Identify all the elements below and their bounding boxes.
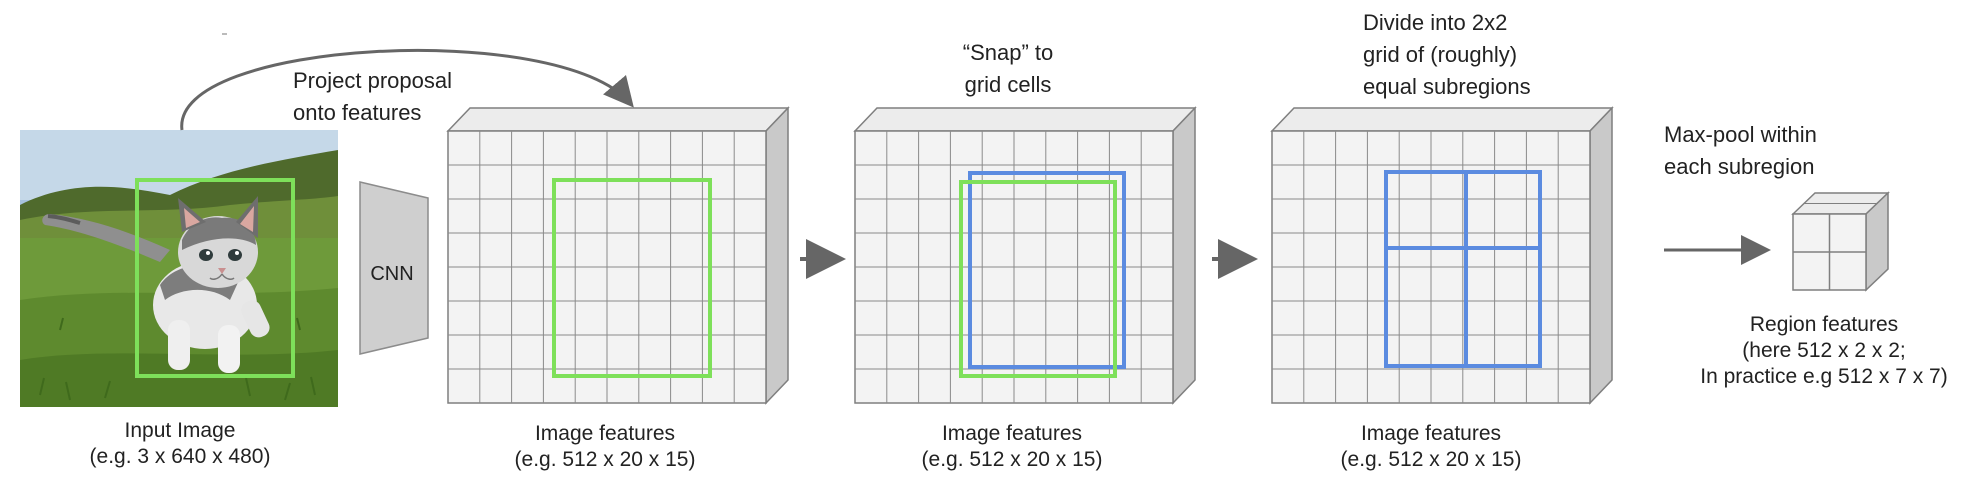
- maxpool-label-line2: each subregion: [1664, 154, 1814, 179]
- feature-map-2-snapped-box: [968, 171, 1126, 369]
- project-label-line2: onto features: [293, 100, 421, 125]
- input-caption-line2: (e.g. 3 x 640 x 480): [90, 445, 271, 468]
- feature-map-3-caption-line2: (e.g. 512 x 20 x 15): [1341, 448, 1522, 471]
- region-label-line1: Region features: [1750, 313, 1898, 336]
- region-label-line3: In practice e.g 512 x 7 x 7): [1700, 365, 1947, 388]
- kitten: [42, 196, 270, 373]
- feature-map-2: [853, 106, 1197, 405]
- feature-map-1-caption-line2: (e.g. 512 x 20 x 15): [515, 448, 696, 471]
- divide-label-line1: Divide into 2x2: [1363, 10, 1507, 35]
- feature-map-1-caption-line1: Image features: [535, 422, 675, 445]
- feature-map-2-proposal-box: [959, 180, 1117, 378]
- snap-label-line1: “Snap” to: [963, 40, 1054, 65]
- feature-map-3-caption-line1: Image features: [1361, 422, 1501, 445]
- maxpool-label-line1: Max-pool within: [1664, 122, 1817, 147]
- feature-map-3: [1270, 106, 1614, 405]
- project-arrow: [180, 48, 634, 131]
- input-image: [20, 130, 338, 407]
- feature-map-1-proposal-box: [552, 178, 712, 378]
- divide-label-line3: equal subregions: [1363, 74, 1531, 99]
- feature-map-2-caption-line2: (e.g. 512 x 20 x 15): [922, 448, 1103, 471]
- divide-label-line2: grid of (roughly): [1363, 42, 1517, 67]
- region-features-cube: [1791, 191, 1890, 292]
- input-proposal-box: [135, 178, 295, 378]
- cnn-block: [359, 181, 429, 355]
- snap-label-line2: grid cells: [965, 72, 1052, 97]
- cnn-label: CNN: [370, 263, 413, 285]
- region-label-line2: (here 512 x 2 x 2;: [1742, 339, 1905, 362]
- input-caption-line1: Input Image: [125, 419, 236, 442]
- feature-map-3-subregion-box: [1384, 170, 1542, 368]
- feature-map-2-caption-line1: Image features: [942, 422, 1082, 445]
- feature-map-1: [446, 106, 790, 405]
- project-label-line1: Project proposal: [293, 68, 452, 93]
